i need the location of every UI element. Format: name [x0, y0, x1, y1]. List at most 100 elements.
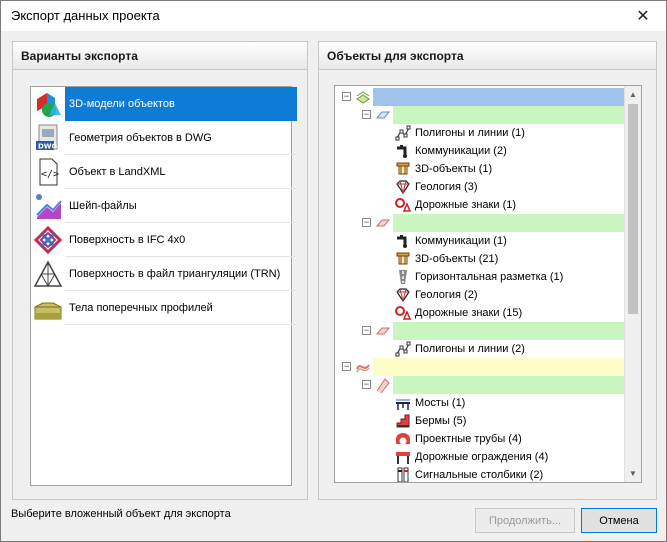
polyline-icon	[395, 341, 411, 357]
bridge-icon	[395, 395, 411, 411]
title-bar: Экспорт данных проекта ✕	[1, 1, 666, 31]
export-option-item[interactable]: DWG Геометрия объектов в DWG	[31, 120, 297, 155]
road-marking-icon	[395, 269, 411, 285]
collapse-toggle-icon[interactable]: −	[342, 91, 351, 101]
close-icon: ✕	[636, 8, 650, 25]
collapse-toggle-icon[interactable]: −	[362, 109, 371, 119]
scroll-thumb[interactable]	[628, 104, 638, 314]
surfaces-icon	[355, 89, 371, 105]
svg-text:DWG: DWG	[38, 142, 58, 150]
surface-layer-red-icon	[375, 215, 391, 231]
tree-item-label: Полигоны и линии (1)	[415, 127, 525, 139]
dwg-file-icon: DWG	[31, 120, 65, 155]
tree-row-highlight	[393, 106, 624, 124]
tree-leaf-item[interactable]: 3D-объекты (21)	[335, 250, 625, 268]
tree-leaf-item[interactable]: Дорожные ограждения (4)	[335, 448, 625, 466]
export-objects-header: Объекты для экспорта	[319, 42, 656, 70]
collapse-toggle-icon[interactable]: −	[362, 325, 371, 335]
tree-item-label: Полигоны и линии (2)	[415, 343, 525, 355]
road-sign-icon	[395, 305, 411, 321]
tree-row-highlight	[393, 322, 624, 340]
export-option-item[interactable]: Поверхность в файл триангуляции (TRN)	[31, 256, 297, 291]
scroll-up-icon[interactable]: ▲	[629, 90, 637, 99]
collapse-toggle-icon[interactable]: −	[362, 217, 371, 227]
tree-leaf-item[interactable]: Дорожные знаки (1)	[335, 196, 625, 214]
geology-icon	[395, 179, 411, 195]
polyline-icon	[395, 125, 411, 141]
tree-item-label: 3D-объекты (21)	[415, 253, 499, 265]
ifc-icon	[31, 222, 65, 257]
tree-item-label: Коммуникации (1)	[415, 235, 507, 247]
tree-scrollbar[interactable]: ▲ ▼	[624, 86, 641, 482]
xml-file-icon: </>	[31, 154, 65, 189]
utility-icon	[395, 143, 411, 159]
svg-text:</>: </>	[41, 169, 59, 180]
export-option-label: Поверхность в файл триангуляции (TRN)	[69, 267, 281, 280]
export-option-label: 3D-модели объектов	[65, 86, 297, 121]
tree-leaf-item[interactable]: Геология (2)	[335, 286, 625, 304]
tree-leaf-item[interactable]: Дорожные знаки (15)	[335, 304, 625, 322]
tree-item-label: 3D-объекты (1)	[415, 163, 493, 175]
tree-row-highlight	[393, 214, 624, 232]
berm-icon	[395, 413, 411, 429]
tree-leaf-item[interactable]: Мосты (1)	[335, 394, 625, 412]
tree-item-label: Сигнальные столбики (2)	[415, 469, 544, 481]
export-objects-panel: Объекты для экспорта −Поверхности (3)−ЦМ…	[318, 41, 657, 500]
3d-object-icon	[395, 251, 411, 267]
collapse-toggle-icon[interactable]: −	[362, 379, 371, 389]
status-text: Выберите вложенный объект для экспорта	[11, 508, 231, 520]
tree-row-highlight	[373, 88, 624, 106]
signal-post-icon	[395, 467, 411, 482]
tree-leaf-item[interactable]: Геология (3)	[335, 178, 625, 196]
scroll-down-icon[interactable]: ▼	[629, 469, 637, 478]
shapefile-icon	[31, 188, 65, 223]
geology-icon	[395, 287, 411, 303]
tree-item-label: Бермы (5)	[415, 415, 467, 427]
collapse-toggle-icon[interactable]: −	[342, 361, 351, 371]
export-objects-tree: −Поверхности (3)−ЦММПолигоны и линии (1)…	[334, 85, 642, 483]
export-option-label: Тела поперечных профилей	[69, 301, 213, 314]
tree-leaf-item[interactable]: Полигоны и линии (1)	[335, 124, 625, 142]
road-sign-icon	[395, 197, 411, 213]
tree-item-label: Дорожные знаки (15)	[415, 307, 523, 319]
tree-leaf-item[interactable]: Бермы (5)	[335, 412, 625, 430]
tree-leaf-item[interactable]: Сигнальные столбики (2)	[335, 466, 625, 482]
export-option-item[interactable]: Тела поперечных профилей	[31, 290, 297, 325]
export-option-label: Поверхность в IFC 4x0	[69, 233, 186, 246]
export-option-label: Объект в LandXML	[69, 165, 166, 178]
export-options-header: Варианты экспорта	[13, 42, 307, 70]
tree-item-label: Коммуникации (2)	[415, 145, 507, 157]
tree-leaf-item[interactable]: Полигоны и линии (2)	[335, 340, 625, 358]
tree-row-highlight	[373, 358, 624, 376]
export-option-item[interactable]: Шейп-файлы	[31, 188, 297, 223]
tree-leaf-item[interactable]: 3D-объекты (1)	[335, 160, 625, 178]
cancel-button[interactable]: Отмена	[581, 508, 657, 533]
export-option-item[interactable]: </> Объект в LandXML	[31, 154, 297, 189]
tree-leaf-item[interactable]: Коммуникации (2)	[335, 142, 625, 160]
tree-leaf-item[interactable]: Проектные трубы (4)	[335, 430, 625, 448]
tree-row-highlight	[393, 376, 624, 394]
cross-section-icon	[31, 290, 65, 325]
tree-item-label: Мосты (1)	[415, 397, 466, 409]
tree-item-label: Проектные трубы (4)	[415, 433, 522, 445]
continue-button[interactable]: Продолжить...	[475, 508, 575, 533]
guardrail-icon	[395, 449, 411, 465]
export-option-item[interactable]: Поверхность в IFC 4x0	[31, 222, 297, 257]
close-button[interactable]: ✕	[620, 1, 666, 31]
triangulation-icon	[31, 256, 65, 291]
export-option-item[interactable]: 3D-модели объектов	[31, 86, 297, 121]
export-option-label: Шейп-файлы	[69, 199, 137, 212]
3d-object-icon	[395, 161, 411, 177]
surface-layer-red-icon	[375, 323, 391, 339]
tree-item-label: Геология (3)	[415, 181, 478, 193]
utility-icon	[395, 233, 411, 249]
tree-item-label: Дорожные ограждения (4)	[415, 451, 549, 463]
culvert-icon	[395, 431, 411, 447]
tree-item-label: Геология (2)	[415, 289, 478, 301]
export-option-label: Геометрия объектов в DWG	[69, 131, 212, 144]
tree-leaf-item[interactable]: Горизонтальная разметка (1)	[335, 268, 625, 286]
tree-leaf-item[interactable]: Коммуникации (1)	[335, 232, 625, 250]
